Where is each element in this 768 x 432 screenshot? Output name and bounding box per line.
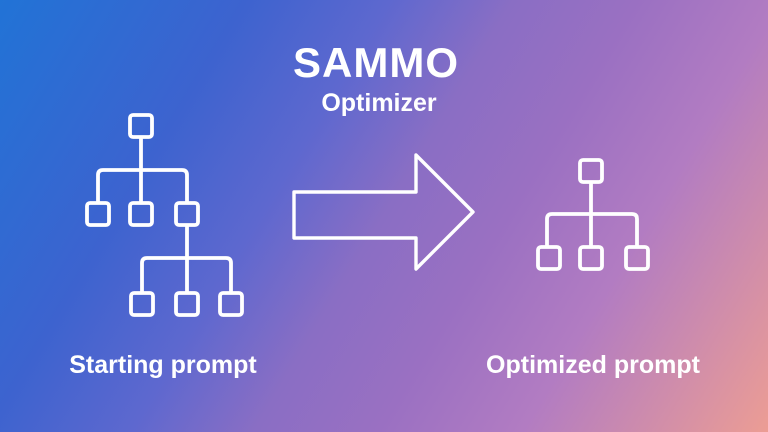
starting-prompt-tree-icon	[85, 113, 244, 317]
optimized-prompt-tree-icon	[536, 158, 650, 271]
starting-prompt-label: Starting prompt	[69, 351, 257, 379]
right-arrow-icon	[292, 153, 475, 271]
page-title: SAMMO	[293, 39, 459, 86]
page-subtitle: Optimizer	[321, 89, 437, 117]
optimized-prompt-label: Optimized prompt	[486, 351, 700, 379]
